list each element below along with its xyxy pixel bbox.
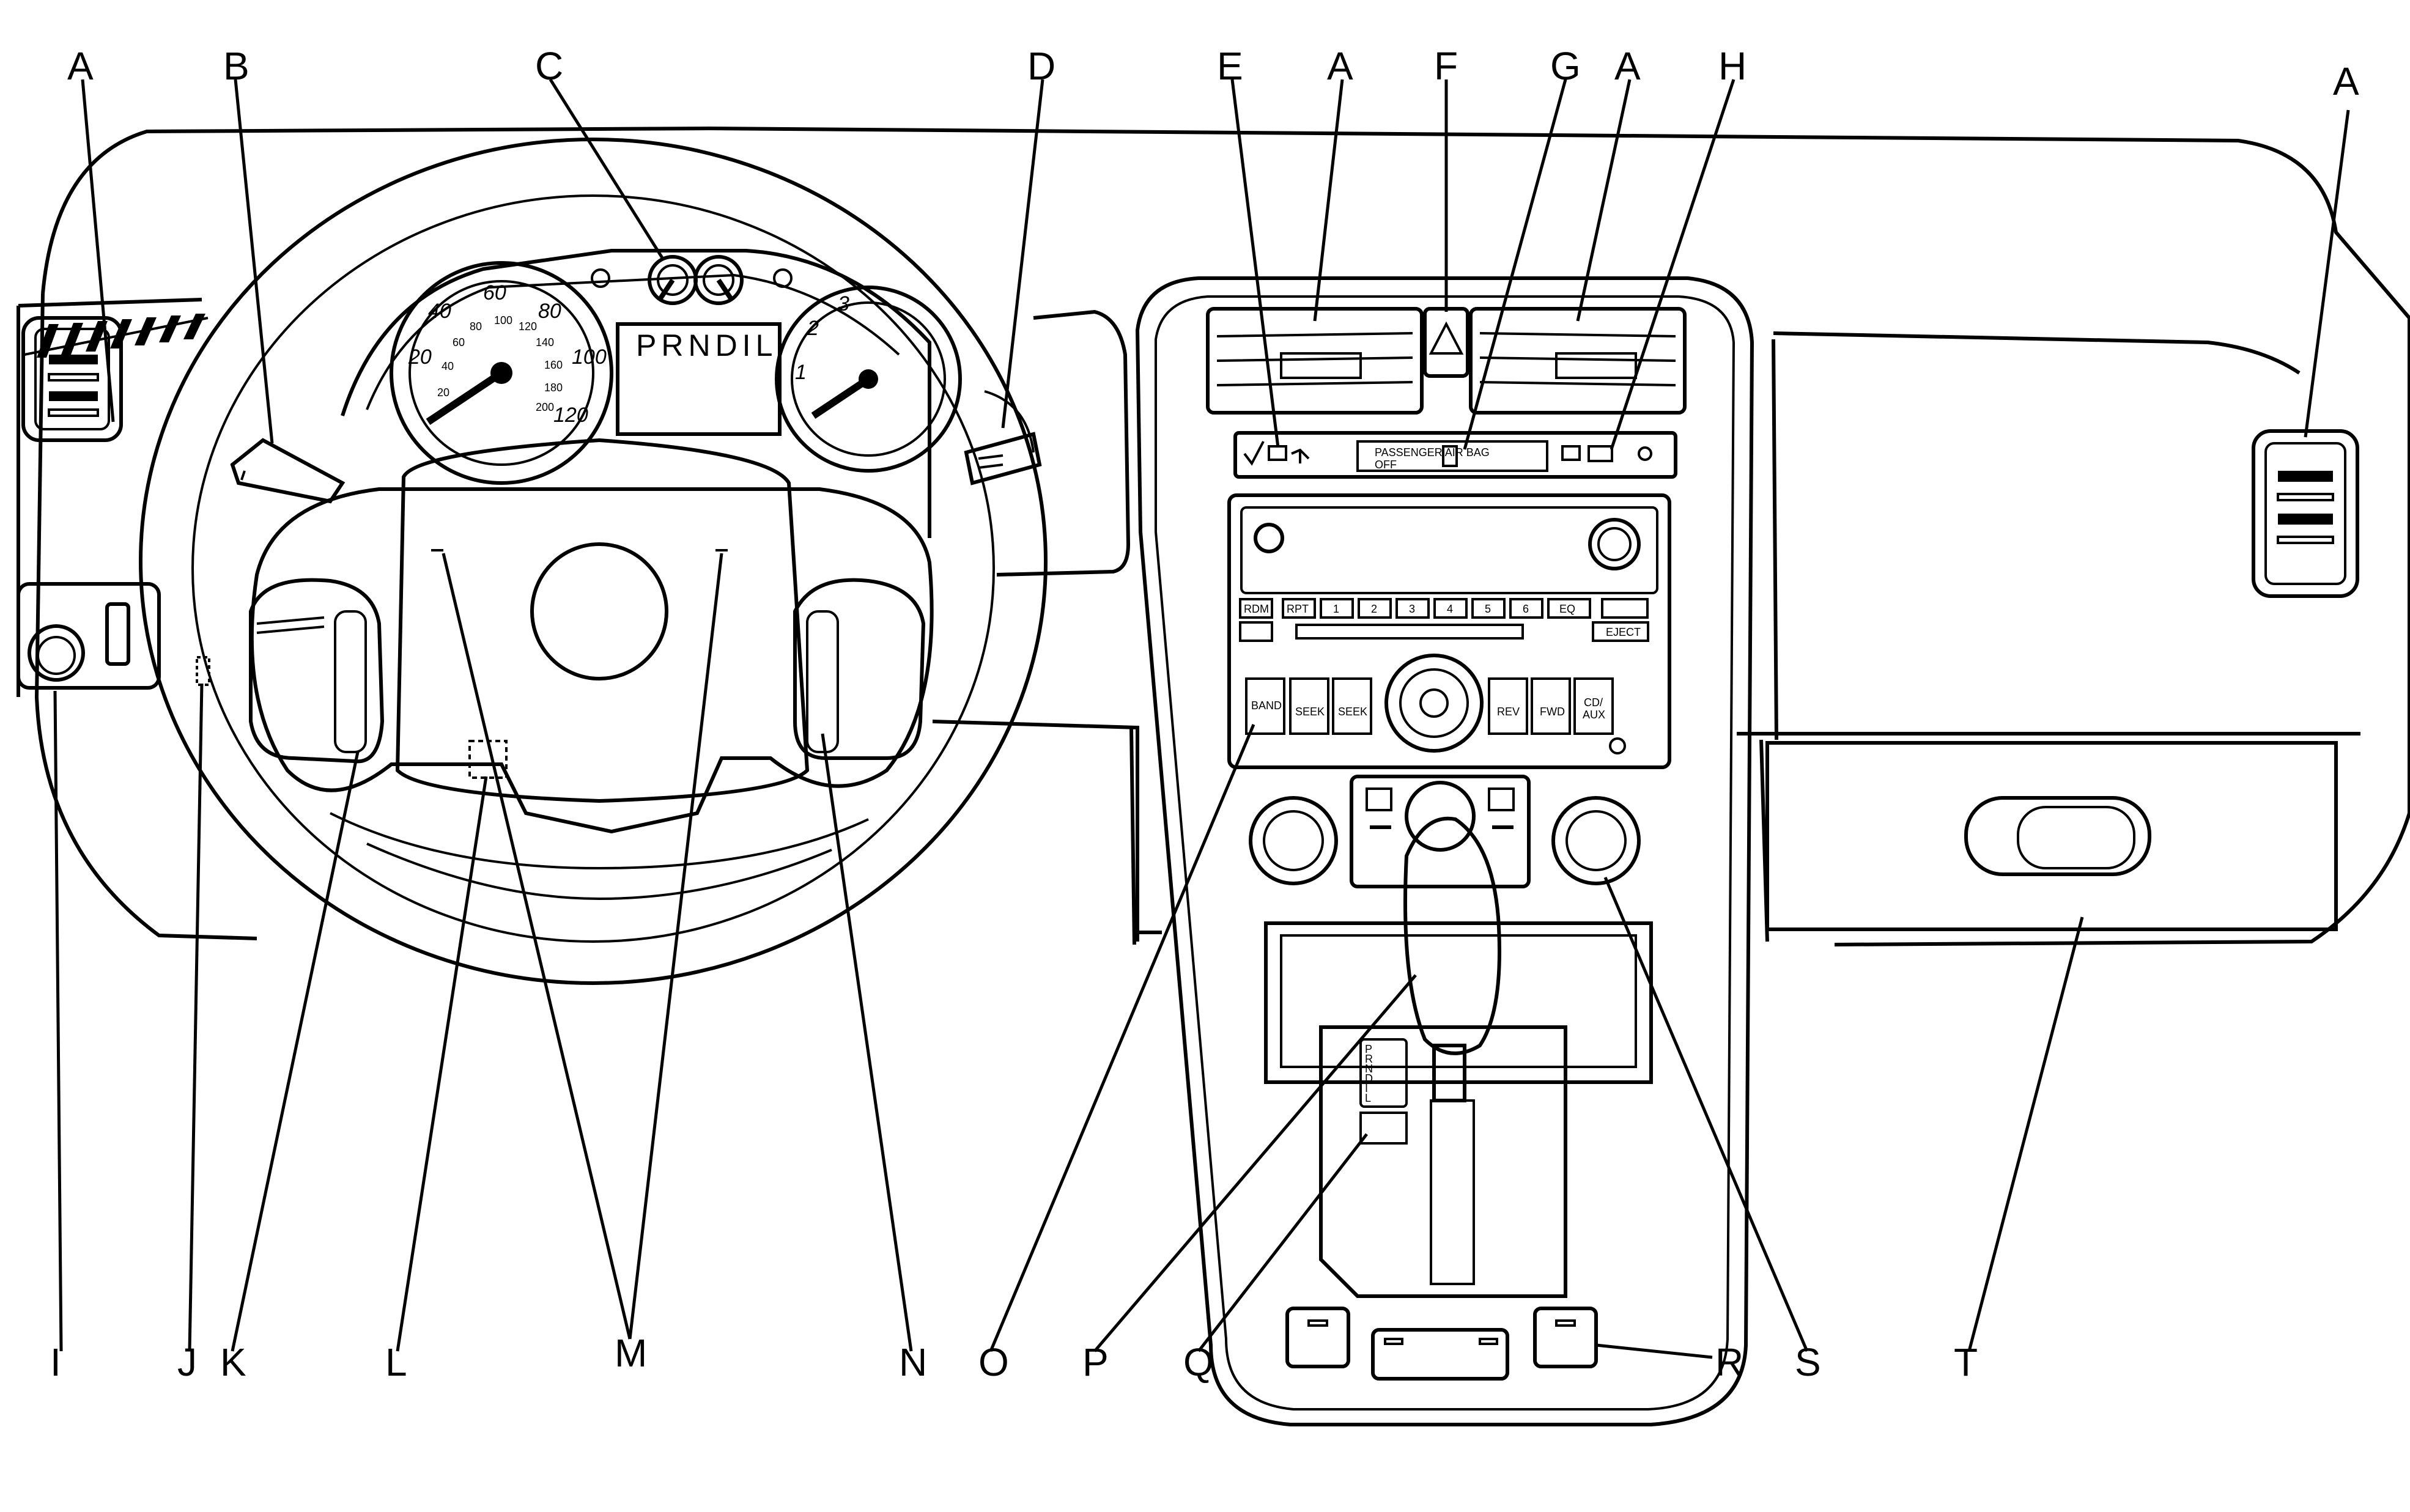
radio-preset-1-label: 1 — [1333, 603, 1339, 615]
speedo-inner-tick-20: 20 — [437, 386, 449, 399]
speedo-tick-100: 100 — [572, 345, 607, 369]
dashboard-outline — [17, 126, 2410, 946]
instrument-cluster: 20 40 60 80 100 120 20 40 60 80 100 120 … — [341, 249, 962, 538]
speedo-tick-20: 20 — [408, 345, 432, 369]
radio-preset-2-label: 2 — [1371, 603, 1377, 615]
passenger-airbag-off-label: OFF — [1375, 459, 1397, 471]
radio-preset-6-label: 6 — [1523, 603, 1529, 615]
tach-tick-3: 3 — [838, 292, 849, 315]
gate-p: P — [1365, 1043, 1372, 1055]
callout-p: P — [1082, 1340, 1109, 1384]
radio-preset-3-label: 3 — [1409, 603, 1415, 615]
radio-rpt-label: RPT — [1287, 603, 1309, 615]
gate-l: L — [1365, 1092, 1371, 1104]
speedo-inner-tick-100: 100 — [494, 314, 512, 326]
radio-preset-5-label: 5 — [1485, 603, 1491, 615]
left-dash-grille — [24, 314, 209, 358]
gate-n: N — [1365, 1063, 1373, 1075]
center-stack — [1135, 276, 1754, 1426]
hazard-warning-button — [1423, 307, 1469, 378]
callout-m: M — [615, 1331, 647, 1375]
radio-preset-4-label: 4 — [1447, 603, 1453, 615]
lower-console-switches — [1285, 1307, 1598, 1381]
speedo-inner-tick-140: 140 — [536, 336, 554, 348]
turn-signal-lever — [230, 438, 346, 504]
gate-d: D — [1365, 1072, 1373, 1085]
shift-gate: P R N D I L — [1319, 1025, 1567, 1298]
right-air-vent — [2252, 429, 2359, 598]
radio-band-label: BAND — [1251, 699, 1282, 712]
speedo-inner-tick-80: 80 — [470, 320, 482, 333]
radio-eq-label: EQ — [1559, 603, 1575, 615]
callout-o: O — [978, 1340, 1009, 1384]
shift-lever — [1264, 816, 1653, 1102]
speedo-inner-tick-160: 160 — [544, 359, 563, 371]
callout-d: D — [1027, 44, 1055, 88]
speedo-tick-40: 40 — [428, 300, 451, 323]
radio-unit: RDM RPT 1 2 3 4 5 6 EQ EJECT BAND SEEK S… — [1227, 493, 1671, 769]
callout-n: N — [899, 1340, 927, 1384]
callout-g: G — [1550, 44, 1581, 88]
callout-h: H — [1718, 44, 1747, 88]
callout-f: F — [1434, 44, 1458, 88]
speedo-inner-tick-120: 120 — [519, 320, 537, 333]
gate-r: R — [1365, 1053, 1373, 1065]
radio-rdm-label: RDM — [1244, 603, 1269, 615]
callout-r: R — [1715, 1340, 1743, 1384]
callout-a-right: A — [2333, 59, 2359, 103]
headlamp-switch-panel — [17, 582, 161, 690]
radio-eject-label: EJECT — [1606, 626, 1641, 638]
radio-cd-label: CD/ — [1584, 696, 1603, 709]
radio-rev-label: REV — [1497, 706, 1520, 718]
steering-wheel — [139, 138, 1048, 985]
callout-a-center-left: A — [1327, 44, 1353, 88]
gate-i: I — [1365, 1082, 1368, 1094]
speedo-inner-tick-180: 180 — [544, 382, 563, 394]
callout-l: L — [385, 1340, 407, 1384]
callout-a-center-right: A — [1614, 44, 1641, 88]
speedo-inner-tick-200: 200 — [536, 401, 554, 413]
callout-b: B — [223, 44, 250, 88]
speedo-tick-60: 60 — [483, 281, 506, 304]
speedo-inner-tick-40: 40 — [442, 360, 454, 372]
callout-a-left: A — [67, 44, 94, 88]
speedo-inner-tick-60: 60 — [453, 336, 465, 348]
center-air-vents — [1206, 307, 1687, 415]
radio-fwd-label: FWD — [1540, 706, 1565, 718]
cluster-prndl-display: PRNDIL — [636, 328, 777, 363]
callout-k: K — [220, 1340, 246, 1384]
callout-e: E — [1217, 44, 1243, 88]
radio-aux-label: AUX — [1583, 709, 1605, 721]
climate-controls — [1249, 775, 1641, 888]
callout-labels-bottom: I J K L M N O P Q R S T — [50, 1331, 1978, 1384]
tach-tick-1: 1 — [795, 361, 807, 384]
callout-i: I — [50, 1340, 61, 1384]
callout-j: J — [177, 1340, 197, 1384]
speedo-tick-120: 120 — [553, 404, 588, 427]
callout-c: C — [535, 44, 563, 88]
callout-labels-top: A B C D E A F G A H A — [67, 44, 2359, 103]
radio-seek-fwd-label: SEEK — [1338, 706, 1367, 718]
tach-tick-2: 2 — [807, 317, 819, 340]
wiper-lever — [964, 390, 1042, 485]
passenger-airbag-label: PASSENGER AIR BAG — [1375, 446, 1490, 459]
callout-q: Q — [1183, 1340, 1214, 1384]
speedo-tick-80: 80 — [538, 300, 561, 323]
callout-t: T — [1954, 1340, 1978, 1384]
glove-box — [1765, 741, 2338, 931]
callout-s: S — [1795, 1340, 1821, 1384]
indicator-strip: PASSENGER AIR BAG OFF — [1233, 431, 1677, 479]
leader-lines — [53, 78, 2350, 1359]
radio-seek-back-label: SEEK — [1295, 706, 1325, 718]
